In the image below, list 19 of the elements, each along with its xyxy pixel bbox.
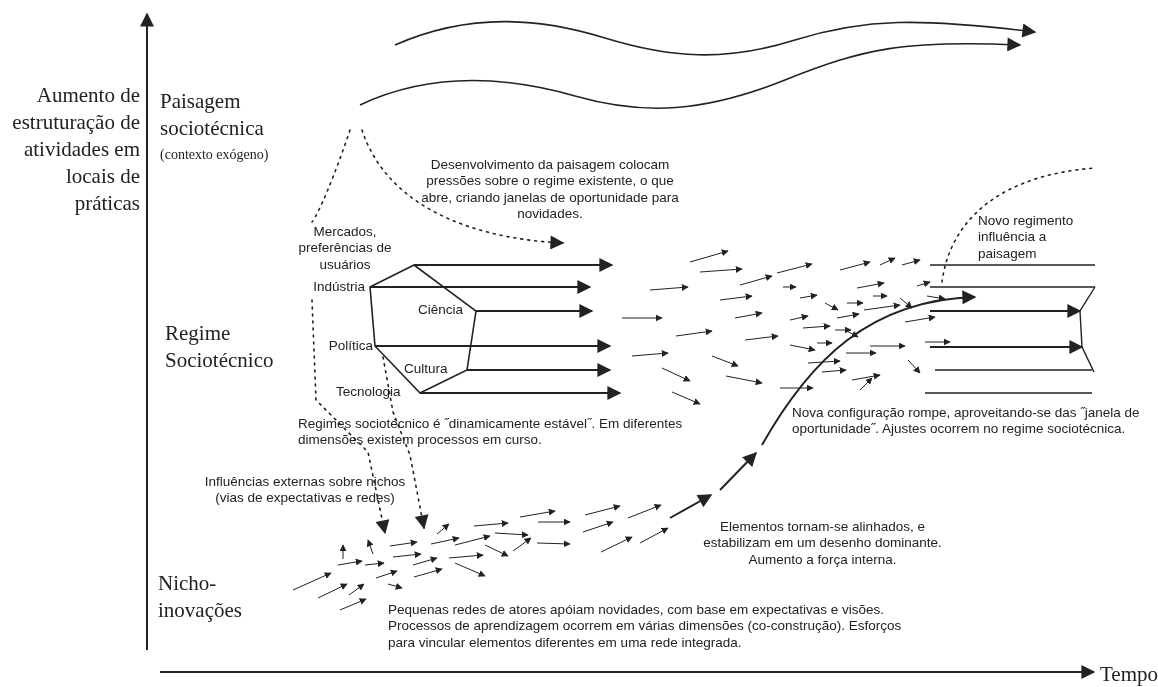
dimension-label: Ciência — [418, 302, 465, 319]
level-title: Regime Sociotécnico — [165, 320, 275, 374]
level-title: Paisagem sociotécnica — [160, 88, 265, 142]
level-subtitle: (contexto exógeno) — [160, 146, 270, 164]
annotation-text: Desenvolvimento da paisagem colocam pressões sobre o regime existente, o que abre, criando janelas de oportunidade para novidades. — [420, 157, 680, 223]
dimension-label: Mercados, preferências de usuários — [297, 224, 393, 274]
axis-title: Aumento de estruturação de atividades em locais de práticas — [11, 82, 140, 217]
dimension-label: Cultura — [404, 361, 449, 378]
annotation-text: Elementos tornam-se alinhados, e estabilizam em um desenho dominante. Aumento a força interna. — [702, 519, 943, 569]
dimension-label: Indústria — [312, 279, 365, 296]
dimension-label: Política — [327, 338, 373, 355]
dimension-label: Tecnologia — [336, 384, 402, 401]
annotation-text: Influências externas sobre nichos (vias de expectativas e redes) — [203, 474, 407, 507]
level-title: Nicho-inovações — [158, 570, 243, 624]
annotation-text: Nova configuração rompe, aproveitando-se das ˝janela de oportunidade˝. Ajustes ocorrem no regime sociotécnica. — [792, 405, 1141, 438]
axis-title: Tempo — [1100, 661, 1158, 687]
annotation-text: Pequenas redes de atores apóiam novidades, com base em expectativas e visões. Processos de aprendizagem ocorrem em várias dimensões (co-construção). Esforços para vincular elementos diferentes em uma rede integrada. — [388, 602, 903, 652]
annotation-text: Regimes sociotécnico é ˝dinamicamente estável˝. Em diferentes dimensões existem processos em curso. — [298, 416, 684, 449]
annotation-text: Novo regimento influência a paisagem — [978, 213, 1075, 263]
